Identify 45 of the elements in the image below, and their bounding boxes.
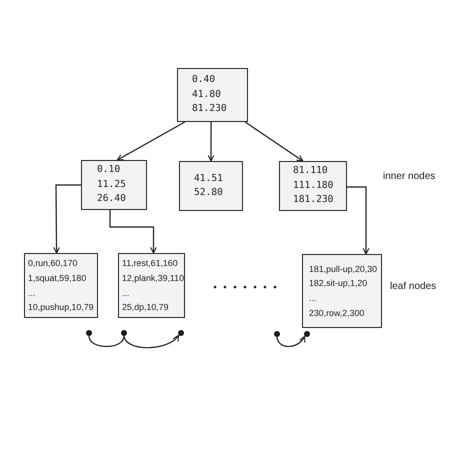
arrow xyxy=(208,122,214,162)
record-text: 0,run,60,170 xyxy=(28,257,78,270)
record-text: 182,sit-up,1,20 xyxy=(309,277,368,290)
key-text: 52.80 xyxy=(194,186,223,200)
inner-node-box xyxy=(179,161,243,211)
record-text: ... xyxy=(122,286,130,300)
record-text: 25,dp,10,79 xyxy=(122,301,168,314)
record-text: 12,plank,39,110 xyxy=(122,272,184,285)
arrow xyxy=(53,184,82,254)
record-text: 10,pushup,10,79 xyxy=(28,301,94,314)
inner-node-box xyxy=(279,161,347,211)
arrow xyxy=(123,334,180,348)
key-text: 181.230 xyxy=(293,193,334,208)
key-text: 0.40 xyxy=(192,73,216,88)
record-text: 181,pull-up,20,30 xyxy=(309,262,377,276)
record-text: ... xyxy=(28,286,36,300)
pointer-dot xyxy=(86,330,92,336)
leaf-node-box xyxy=(118,253,185,318)
key-text: 26.40 xyxy=(97,192,126,206)
row-label: inner nodes xyxy=(383,171,436,183)
row-label: leaf nodes xyxy=(390,281,436,293)
pointer-dot xyxy=(274,331,280,337)
pointer-dot xyxy=(178,330,184,336)
key-text: 81.230 xyxy=(192,102,227,116)
record-text: 11,rest,61,160 xyxy=(122,257,178,270)
arrow xyxy=(109,210,157,254)
key-text: 81.110 xyxy=(293,164,328,178)
key-text: 11.25 xyxy=(97,178,126,192)
pointer-dot xyxy=(304,331,310,337)
record-text: ... xyxy=(309,292,316,305)
key-text: 111.180 xyxy=(293,178,334,193)
arrow xyxy=(347,186,370,255)
leaf-node-box xyxy=(302,254,382,328)
key-text: 41.51 xyxy=(194,172,223,186)
pointer-dot xyxy=(121,330,127,336)
link-line xyxy=(88,336,125,348)
leaf-node-box xyxy=(24,253,98,318)
arrow xyxy=(116,121,186,161)
record-text: 1,squat,59,180 xyxy=(28,272,86,285)
key-text: 0.10 xyxy=(97,163,120,178)
root-node-box xyxy=(177,68,248,122)
key-text: 41.80 xyxy=(192,88,221,102)
arrow xyxy=(244,122,304,162)
inner-node-box xyxy=(81,160,147,210)
record-text: 230,row,2,300 xyxy=(309,306,364,320)
